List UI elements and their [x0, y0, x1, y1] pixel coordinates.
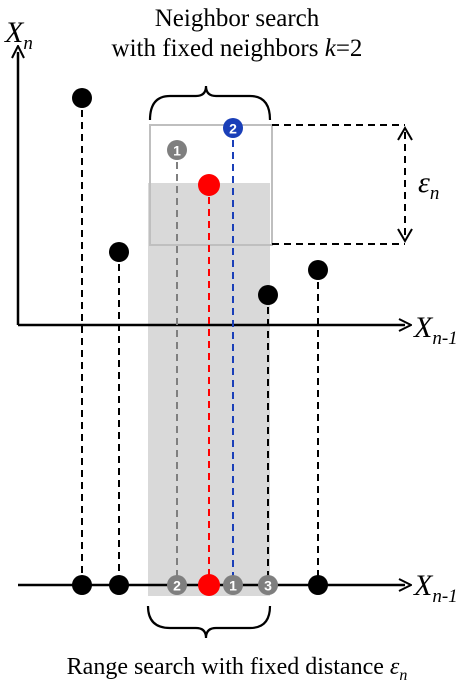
- y-axis-label-main: X: [5, 16, 24, 49]
- x-axis-label: Xn-1: [414, 313, 458, 354]
- bottom-axis-label-main: X: [414, 569, 433, 602]
- projected-neighbor-1: [223, 575, 243, 595]
- projected-reference-point: [198, 574, 220, 596]
- projected-neighbor-1-label: 1: [229, 578, 237, 594]
- bottom-caption: Range search with fixed distance εn: [0, 652, 474, 691]
- bottom-caption-epsilon: ε: [389, 654, 400, 680]
- bottom-caption-epsilon-sub: n: [399, 666, 408, 684]
- x-axis-label-sub: n-1: [432, 328, 458, 349]
- projected-neighbor-2: [167, 575, 187, 595]
- bottom-caption-text: Range search with fixed distance: [66, 654, 390, 680]
- epsilon-arrow-up: [397, 126, 413, 141]
- data-point: [72, 88, 92, 108]
- epsilon-symbol: ε: [418, 166, 430, 199]
- projected-point: [72, 575, 92, 595]
- bottom-axis-label: Xn-1: [414, 571, 458, 612]
- neighbor-point-1-label: 1: [173, 143, 181, 159]
- reference-point: [198, 174, 220, 196]
- neighbor-point-2: [223, 118, 243, 138]
- y-axis-label: Xn: [5, 18, 33, 59]
- neighbor-window-box: [149, 124, 273, 246]
- projected-point: [308, 575, 328, 595]
- projected-point: [109, 575, 129, 595]
- title-line-1: Neighbor search: [154, 5, 320, 32]
- neighbor-point-2-label: 2: [229, 121, 237, 137]
- title-k: k: [324, 35, 336, 62]
- title-prefix: with fixed neighbors: [111, 35, 325, 62]
- bottom-axis-label-sub: n-1: [432, 586, 458, 607]
- projected-neighbor-2-label: 2: [173, 578, 181, 594]
- epsilon-label: εn: [418, 168, 439, 209]
- title-line-2: with fixed neighbors k=2: [0, 34, 474, 64]
- y-axis-label-sub: n: [23, 33, 33, 54]
- top-brace: [148, 85, 272, 121]
- epsilon-sub: n: [429, 183, 440, 204]
- epsilon-arrow-down: [397, 228, 413, 243]
- neighbor-point-1: [167, 140, 187, 160]
- diagram-title: Neighbor search with fixed neighbors k=2: [0, 4, 474, 64]
- data-point: [109, 242, 129, 262]
- title-k-value: =2: [335, 35, 363, 62]
- data-point: [308, 260, 328, 280]
- bottom-brace: [146, 605, 272, 639]
- projected-neighbor-3: [258, 575, 278, 595]
- data-point: [258, 285, 278, 305]
- x-axis-label-main: X: [414, 311, 433, 344]
- projected-neighbor-3-label: 3: [264, 578, 272, 594]
